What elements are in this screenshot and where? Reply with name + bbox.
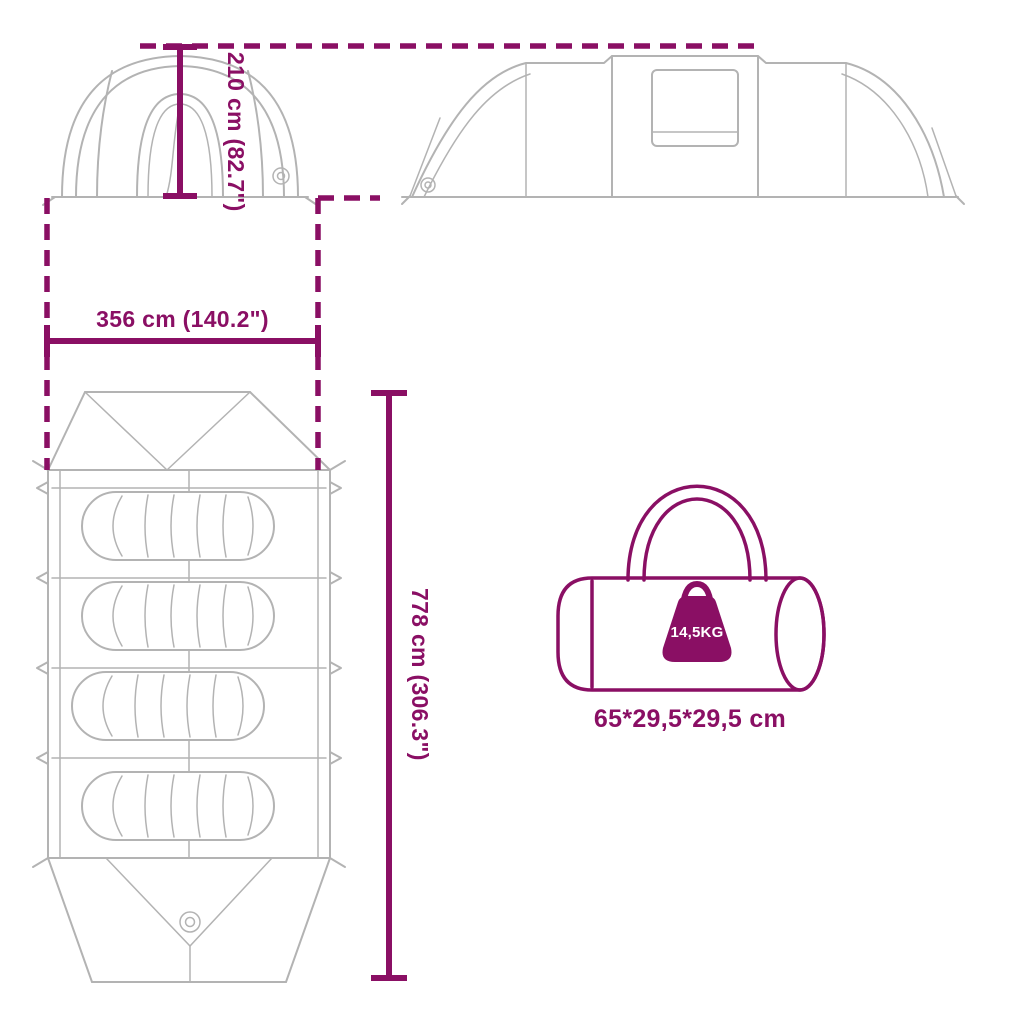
bag-end-cap — [774, 576, 826, 692]
weight-icon — [662, 580, 732, 662]
tent-side-view-icon — [401, 55, 965, 205]
length-dimension-label: 778 cm (306.3") — [407, 588, 433, 761]
bag-handle-inner — [642, 497, 752, 582]
bag-handle-outer — [626, 484, 768, 582]
dimension-lines — [44, 43, 764, 981]
height-dimension-label: 210 cm (82.7") — [223, 52, 249, 212]
height-dimension-line — [163, 44, 197, 199]
length-dimension-line — [371, 390, 407, 981]
carry-bag-icon — [556, 484, 826, 692]
width-dimension-label: 356 cm (140.2") — [96, 306, 269, 332]
bag-size-label: 65*29,5*29,5 cm — [593, 705, 787, 733]
width-dimension-line — [44, 325, 321, 357]
bag-weight-label: 14,5KG — [670, 624, 724, 641]
tent-floor-plan-icon — [32, 391, 346, 983]
sleeping-bag-icons — [71, 491, 275, 841]
